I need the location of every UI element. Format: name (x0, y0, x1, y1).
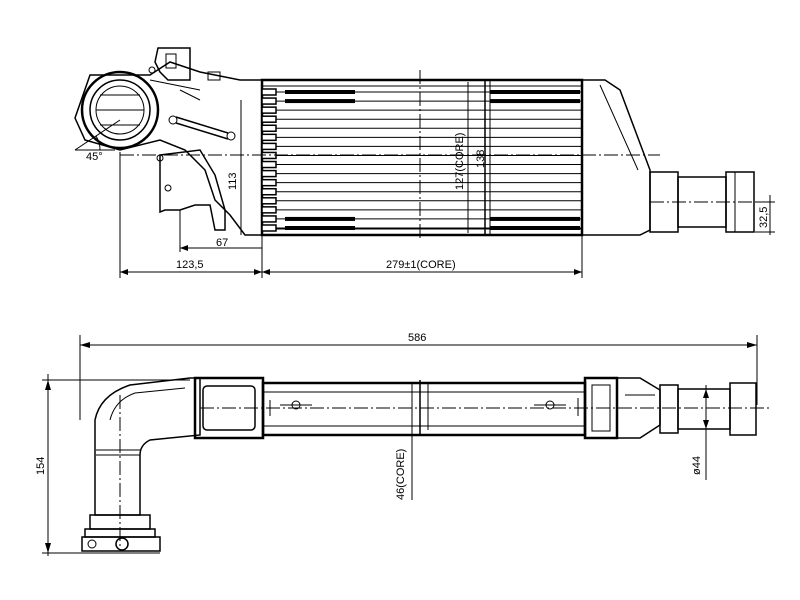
core-fins (275, 90, 582, 230)
dim-overall-length: 586 (408, 332, 426, 344)
tube-end (261, 124, 277, 133)
core-tube-highlight (490, 216, 580, 221)
core-tube-highlight (285, 99, 355, 104)
inlet-tank (74, 61, 263, 236)
core-tube-highlight (285, 216, 355, 221)
tube-end (261, 224, 277, 232)
lower-bracket (159, 149, 226, 231)
tube-end (261, 106, 277, 114)
dim-core-length: 279±1(CORE) (386, 259, 456, 271)
angle-label: 45° (86, 151, 103, 163)
tube-ends (261, 88, 277, 232)
core-tube-highlight (285, 90, 355, 94)
dim-bracket-height: 113 (227, 172, 239, 190)
dim-overall-height-top: 138 (475, 150, 487, 168)
top-view: 45° 113 127(CORE) 138 (74, 47, 775, 278)
tube-end (261, 133, 277, 142)
side-core (261, 381, 587, 437)
core-tube-highlight (285, 226, 355, 230)
tube-end (261, 142, 277, 151)
dim-core-height: 127(CORE) (454, 133, 466, 190)
tube-end (261, 115, 277, 123)
side-view: 586 154 (35, 332, 770, 556)
dim-outlet-diameter: ø44 (691, 456, 703, 475)
core-tube-highlight (490, 226, 580, 230)
upper-bracket (154, 47, 191, 81)
side-outlet-pipe (659, 382, 757, 436)
tube-end (261, 88, 277, 96)
tube-end (261, 169, 277, 178)
tube-end (261, 97, 277, 105)
tube-end (261, 178, 277, 187)
tube-end (261, 160, 277, 169)
tube-end (261, 215, 277, 223)
internal-rod (168, 115, 236, 141)
dim-bracket-offset: 123,5 (176, 259, 204, 271)
core-frame (260, 78, 584, 237)
core-tube-highlight (490, 90, 580, 94)
dim-mount-offset: 67 (216, 237, 228, 249)
inlet-pipe-end (80, 70, 160, 150)
tube-end (261, 187, 277, 196)
tube-end (261, 206, 277, 214)
tube-end (261, 197, 277, 205)
inlet-flange (81, 514, 161, 552)
inlet-elbow (94, 377, 201, 516)
core-tube-highlight (490, 99, 580, 104)
outlet-tank (582, 79, 651, 236)
dim-outlet-offset: 32,5 (758, 207, 770, 228)
dim-overall-height-side: 154 (35, 457, 47, 475)
dim-core-depth: 46(CORE) (395, 449, 407, 500)
